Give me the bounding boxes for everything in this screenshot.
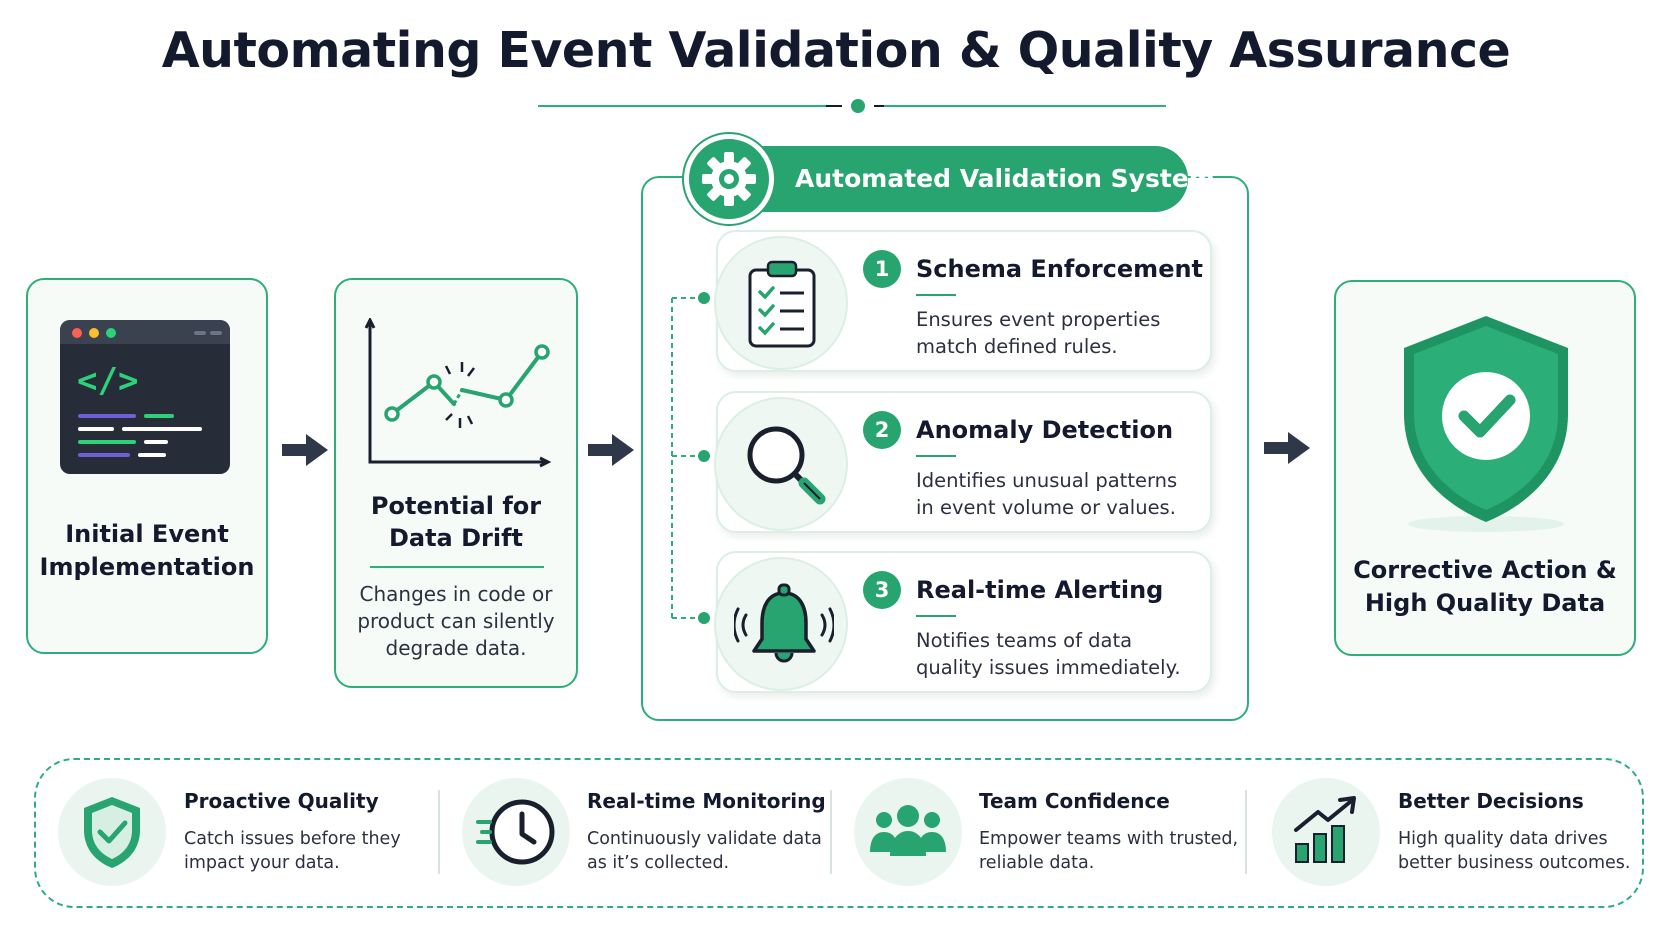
benefit-desc-line: Empower teams with trusted,	[979, 829, 1239, 849]
benefit-desc-line: Catch issues before they	[184, 829, 401, 849]
step-icon-circle	[714, 397, 848, 531]
benefit-title: Real-time Monitoring	[587, 789, 826, 813]
step-desc-line: quality issues immediately.	[916, 656, 1181, 679]
flow-arrow-icon	[282, 434, 328, 466]
step-number: 1	[863, 250, 901, 288]
benefit-desc-line: as it’s collected.	[587, 853, 730, 873]
data-drift-label-1: Potential for	[370, 492, 542, 520]
gear-icon	[702, 152, 756, 206]
step-desc-line: Notifies teams of data	[916, 629, 1133, 652]
benefit-description: High quality data drives better business…	[1398, 827, 1638, 875]
benefit-title: Proactive Quality	[184, 789, 379, 813]
initial-event-label-1: Initial Event	[65, 520, 229, 548]
step-title: Real-time Alerting	[916, 576, 1164, 604]
flow-arrow-icon	[588, 434, 634, 466]
clipboard-checklist-icon	[748, 260, 816, 348]
gear-badge	[684, 134, 774, 224]
step-anomaly-detection: 2 Anomaly Detection Identifies unusual p…	[714, 391, 1212, 533]
step-title: Anomaly Detection	[916, 416, 1174, 444]
benefit-icon-circle	[58, 778, 166, 886]
step-connector	[671, 292, 710, 624]
clock-icon	[476, 799, 555, 865]
validation-system-title: Automated Validation System	[795, 164, 1215, 193]
step-description: Identifies unusual patterns in event vol…	[916, 467, 1206, 521]
benefit-desc-line: impact your data.	[184, 853, 340, 873]
data-drift-desc-3: degrade data.	[385, 636, 527, 660]
growth-chart-icon	[1294, 796, 1356, 863]
benefit-desc-line: better business outcomes.	[1398, 853, 1631, 873]
benefit-separator	[1245, 790, 1247, 874]
team-icon	[870, 805, 946, 856]
corrective-action-card: Corrective Action & High Quality Data	[1334, 280, 1636, 656]
step-realtime-alerting: 3 Real-time Alerting Notifies teams of d…	[714, 551, 1212, 693]
benefit-separator	[438, 790, 440, 874]
step-description: Ensures event properties match defined r…	[916, 306, 1206, 360]
step-divider	[916, 294, 956, 296]
flow-arrow-icon	[1264, 432, 1310, 464]
benefit-icon-circle	[1272, 778, 1380, 886]
step-desc-line: match defined rules.	[916, 335, 1118, 358]
corrective-action-label-1: Corrective Action &	[1353, 556, 1617, 584]
step-icon-circle	[714, 236, 848, 370]
shield-check-icon	[84, 797, 140, 868]
page-title: Automating Event Validation & Quality As…	[161, 22, 1511, 79]
benefit-separator	[830, 790, 832, 874]
broken-line-chart-icon	[364, 318, 552, 468]
initial-event-label-2: Implementation	[39, 553, 255, 581]
step-divider	[916, 615, 956, 617]
benefit-title: Better Decisions	[1398, 789, 1584, 813]
step-desc-line: in event volume or values.	[916, 496, 1176, 519]
step-desc-line: Identifies unusual patterns	[916, 469, 1178, 492]
benefits-strip	[34, 758, 1644, 908]
step-divider	[916, 455, 956, 457]
code-window-icon: </>	[60, 320, 230, 474]
data-drift-desc-2: product can silently	[357, 609, 555, 633]
data-drift-label-2: Data Drift	[388, 524, 524, 552]
magnifier-icon	[747, 426, 826, 505]
step-description: Notifies teams of data quality issues im…	[916, 627, 1206, 681]
data-drift-divider	[370, 566, 544, 568]
data-drift-card: Potential for Data Drift Changes in code…	[334, 278, 578, 688]
step-number: 3	[863, 571, 901, 609]
benefit-desc-line: Continuously validate data	[587, 829, 822, 849]
corrective-action-label-2: High Quality Data	[1364, 589, 1606, 617]
step-icon-circle	[714, 557, 848, 691]
benefit-desc-line: High quality data drives	[1398, 829, 1608, 849]
step-schema-enforcement: 1 Schema Enforcement Ensures event prope…	[714, 230, 1212, 372]
benefit-description: Catch issues before they impact your dat…	[184, 827, 464, 875]
benefit-description: Continuously validate data as it’s colle…	[587, 827, 867, 875]
step-desc-line: Ensures event properties	[916, 308, 1161, 331]
svg-text:</>: </>	[77, 361, 138, 401]
step-title: Schema Enforcement	[916, 255, 1204, 283]
bell-icon	[734, 583, 834, 663]
shield-check-icon	[1404, 316, 1568, 532]
benefit-icon-circle	[854, 778, 962, 886]
benefit-title: Team Confidence	[979, 789, 1170, 813]
benefit-icon-circle	[462, 778, 570, 886]
data-drift-desc-1: Changes in code or	[359, 582, 553, 606]
benefit-desc-line: reliable data.	[979, 853, 1095, 873]
initial-event-card: </> Initial Event Implementation	[26, 278, 268, 654]
step-number: 2	[863, 411, 901, 449]
benefit-description: Empower teams with trusted, reliable dat…	[979, 827, 1259, 875]
validation-system-header	[708, 146, 1188, 212]
title-divider	[538, 99, 1166, 113]
